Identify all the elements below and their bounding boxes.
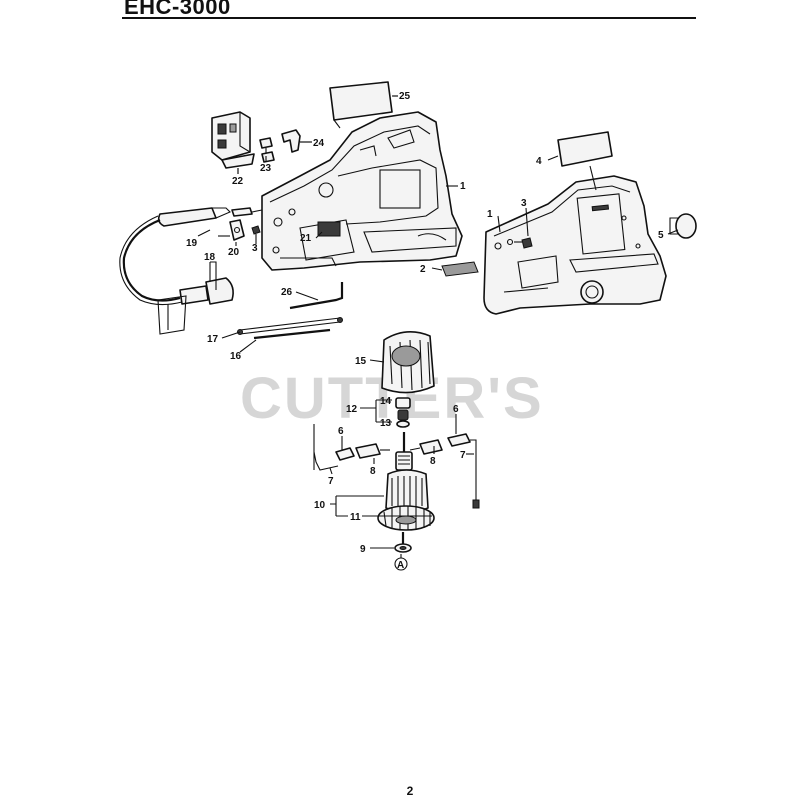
- model-title: EHC-3000: [124, 0, 231, 19]
- callout-26: 26: [281, 287, 293, 298]
- title-rule: [122, 17, 696, 19]
- part-2-pad: [441, 261, 479, 277]
- callout-25: 25: [399, 91, 411, 102]
- part-1-left-housing: [261, 111, 463, 271]
- part-9-bearing: [394, 532, 412, 558]
- part-18-cord-plug: [157, 277, 234, 335]
- callout-a: A: [397, 560, 404, 571]
- part-20-clamp: [229, 219, 245, 241]
- part-6-7-8-brush-right: [409, 433, 480, 509]
- callout-7-right: 7: [460, 450, 466, 461]
- callout-13: 13: [380, 418, 392, 429]
- callout-24: 24: [313, 138, 325, 149]
- callout-21: 21: [300, 233, 312, 244]
- reference-a-marker: [394, 557, 408, 571]
- callout-8-right: 8: [430, 456, 436, 467]
- callout-2: 2: [420, 264, 426, 275]
- part-26-hex-key: [289, 282, 344, 310]
- page-number: 2: [406, 784, 414, 798]
- part-5-cap: [669, 213, 697, 239]
- leader-lines: [197, 95, 679, 549]
- callout-5: 5: [658, 230, 664, 241]
- part-11-fan: [377, 505, 435, 531]
- part-10-armature: [385, 432, 429, 513]
- callout-23: 23: [260, 163, 272, 174]
- callout-numbers: 25 24 23 22 1 1 3 3 4 5 2 21 19 20 18 26…: [186, 91, 664, 571]
- callout-20: 20: [228, 247, 240, 258]
- callout-15: 15: [355, 356, 367, 367]
- callout-9: 9: [360, 544, 366, 555]
- part-23-screws: [259, 137, 275, 163]
- callout-3-right: 3: [521, 198, 527, 209]
- part-24-connector: [281, 129, 312, 153]
- part-12-14-13-bearing: [395, 397, 411, 428]
- callout-1-right: 1: [487, 209, 493, 220]
- part-3-screw-right: [506, 237, 533, 249]
- part-15-field-coil: [381, 331, 435, 394]
- callout-17: 17: [207, 334, 219, 345]
- part-22-switch: [211, 111, 255, 174]
- callout-12: 12: [346, 404, 358, 415]
- callout-18: 18: [204, 252, 216, 263]
- callout-3-left: 3: [252, 243, 258, 254]
- callout-7-left: 7: [328, 476, 334, 487]
- part-4-label: [557, 131, 613, 191]
- callout-11: 11: [350, 512, 361, 523]
- callout-10: 10: [314, 500, 326, 511]
- part-25-label-plate: [329, 81, 398, 129]
- callout-6-left: 6: [338, 426, 344, 437]
- callout-6-right: 6: [453, 404, 459, 415]
- callout-19: 19: [186, 238, 198, 249]
- part-17-16-wires: [237, 317, 343, 340]
- callout-22: 22: [232, 176, 244, 187]
- callout-16: 16: [230, 351, 242, 362]
- part-1-right-housing: [483, 175, 667, 315]
- callout-14: 14: [380, 396, 392, 407]
- callout-8-left: 8: [370, 466, 376, 477]
- part-19-grip-and-cord: [119, 207, 263, 306]
- part-6-7-8-brush-left: [313, 424, 390, 471]
- callout-1-left: 1: [460, 181, 466, 192]
- part-3-screw-left: [251, 225, 261, 240]
- callout-4: 4: [536, 156, 542, 167]
